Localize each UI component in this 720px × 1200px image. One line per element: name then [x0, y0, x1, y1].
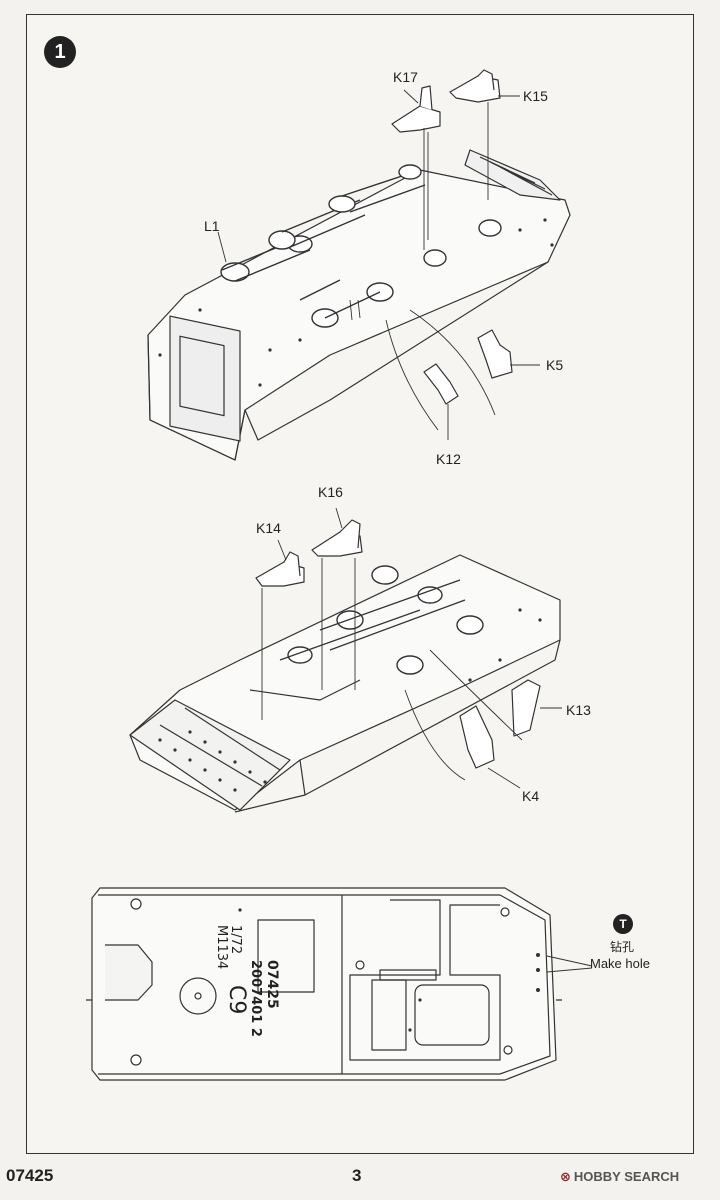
label-k13: K13 [566, 702, 591, 718]
lower-hull-drawing [129, 554, 561, 813]
label-k4: K4 [522, 788, 540, 804]
product-code: 07425 [6, 1166, 54, 1185]
label-l1: L1 [204, 218, 220, 234]
part-k17 [391, 85, 441, 133]
part-k14 [255, 551, 305, 587]
part-k13 [511, 679, 541, 737]
part-k15 [449, 69, 501, 103]
bottom-plate-drawing [86, 887, 593, 1081]
plate-engraving: 1/72 M1134 [214, 925, 243, 969]
label-k15: K15 [523, 88, 548, 104]
legend-english: Make hole [590, 956, 650, 971]
engraving-model: M1134 [214, 925, 229, 969]
label-k14: K14 [256, 520, 281, 536]
step-number-badge: 1 [44, 36, 76, 68]
part-k12 [423, 363, 459, 405]
drill-icon: T [613, 914, 633, 934]
page-number: 3 [352, 1166, 362, 1185]
engraving-serial: 2007401 2 [248, 960, 263, 1037]
label-k17: K17 [393, 69, 418, 85]
engraving-scale: 1/72 [228, 925, 243, 954]
legend-chinese: 钻孔 [610, 940, 635, 954]
plate-engraving-2: 07425 2007401 2 C9 [224, 960, 280, 1037]
engraving-grade: C9 [224, 985, 249, 1014]
upper-hull-drawing [147, 149, 571, 461]
watermark-text: HOBBY SEARCH [573, 1169, 680, 1184]
part-k16 [311, 519, 363, 557]
part-k4 [459, 705, 495, 769]
label-k12: K12 [436, 451, 461, 467]
label-k16: K16 [318, 484, 343, 500]
label-k5: K5 [546, 357, 564, 373]
engraving-code: 07425 [264, 960, 280, 1009]
watermark: ⊗HOBBY SEARCH [560, 1169, 679, 1185]
watermark-logo-icon: ⊗ [560, 1169, 571, 1184]
part-k5 [477, 329, 513, 379]
